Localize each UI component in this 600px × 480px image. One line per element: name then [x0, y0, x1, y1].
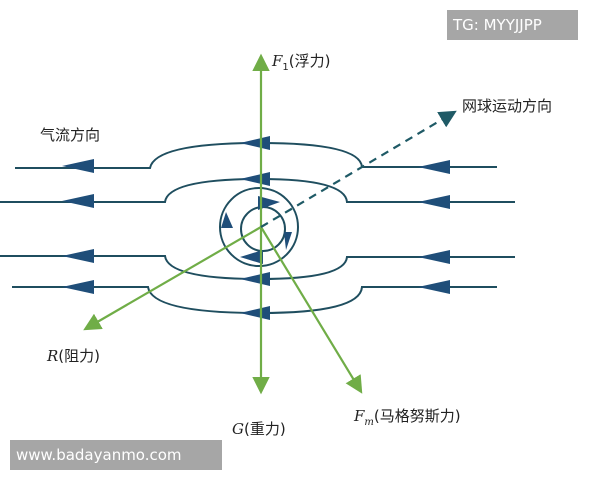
drag-label: R(阻力): [47, 347, 101, 365]
flow-arrowheads: [62, 136, 450, 320]
buoyancy-label: F1(浮力): [272, 52, 331, 73]
magnus-label: Fm(马格努斯力): [354, 407, 461, 428]
ball-outer: [219, 187, 299, 267]
airflow-label: 气流方向: [40, 126, 101, 144]
watermark-bottom: www.badayanmo.com: [10, 440, 222, 470]
ball-direction-arrow: [260, 110, 457, 228]
drag-arrow: [83, 226, 262, 331]
watermark-top: TG: MYYJJPP: [447, 10, 578, 40]
ball-direction-label: 网球运动方向: [462, 97, 553, 115]
gravity-label: G(重力): [232, 420, 286, 438]
magnus-arrow: [260, 226, 363, 394]
